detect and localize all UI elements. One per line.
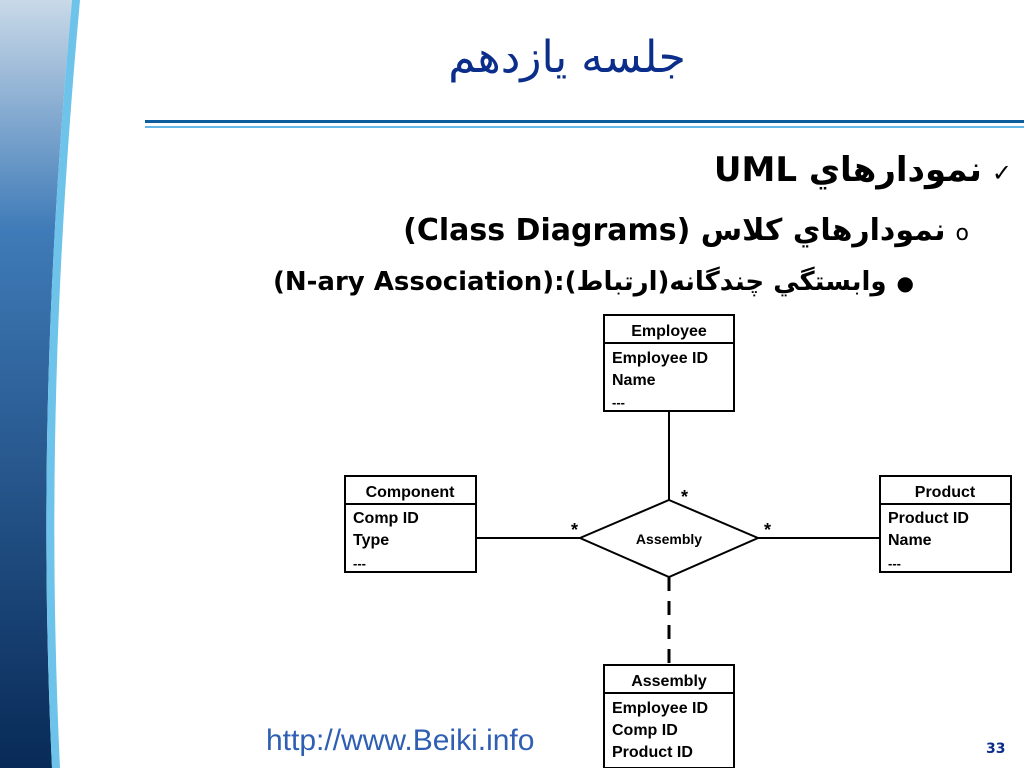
class-assembly-attr: Employee ID [612, 700, 708, 717]
class-product: Product Product ID Name --- [879, 475, 1012, 573]
bullet-class-latin: (Class Diagrams) [403, 213, 691, 248]
class-component: Component Comp ID Type --- [344, 475, 477, 573]
class-employee-attr: Employee ID [612, 350, 708, 367]
bullet-nary-association: ● وابستگي چندگانه(ارتباط)(N-ary Associati… [273, 267, 914, 297]
bullet-uml-diagrams: ✓ نمودارهاي UML [714, 150, 1012, 190]
class-component-attr: Comp ID [353, 510, 419, 527]
slide-title: جلسه يازدهم [448, 32, 686, 83]
association-diamond [577, 498, 761, 579]
bullet-uml-text: نمودارهاي [796, 150, 982, 190]
class-assembly-attr: Comp ID [612, 722, 678, 739]
class-assembly-attr: Product ID [612, 744, 693, 761]
class-product-name: Product [915, 484, 976, 501]
class-employee-attr: Name [612, 372, 656, 389]
class-employee: Employee Employee ID Name --- [603, 314, 735, 412]
class-component-attr: Type [353, 532, 389, 549]
bullet-nary-latin: (N-ary Association): [272, 267, 565, 297]
class-product-attr: Name [888, 532, 932, 549]
left-decorative-band [0, 0, 80, 768]
class-product-attr: --- [888, 556, 901, 571]
title-divider-light [145, 126, 1024, 128]
class-assembly: Assembly Employee ID Comp ID Product ID [603, 664, 735, 768]
class-component-attr: --- [353, 556, 366, 571]
multiplicity-component: * [571, 520, 578, 540]
multiplicity-product: * [764, 520, 771, 540]
class-component-name: Component [366, 484, 456, 501]
check-mark-icon: ✓ [991, 159, 1012, 187]
bullet-class-text: نمودارهاي كلاس [690, 213, 946, 248]
bullet-class-diagrams: o نمودارهاي كلاس (Class Diagrams) [403, 213, 969, 248]
class-assembly-name: Assembly [631, 673, 707, 690]
class-employee-name: Employee [631, 323, 707, 340]
page-number: 33 [986, 741, 1006, 757]
dot-bullet-icon: ● [896, 271, 914, 295]
class-employee-attr: --- [612, 395, 625, 410]
multiplicity-employee: * [681, 487, 688, 507]
bullet-uml-latin: UML [713, 150, 797, 190]
class-product-attr: Product ID [888, 510, 969, 527]
association-label: Assembly [636, 531, 702, 547]
footer-url-link[interactable]: http://www.Beiki.info [266, 724, 535, 757]
title-divider-dark [145, 120, 1024, 123]
bullet-nary-text: وابستگي چندگانه(ارتباط) [564, 267, 887, 297]
circle-bullet-icon: o [955, 221, 969, 246]
